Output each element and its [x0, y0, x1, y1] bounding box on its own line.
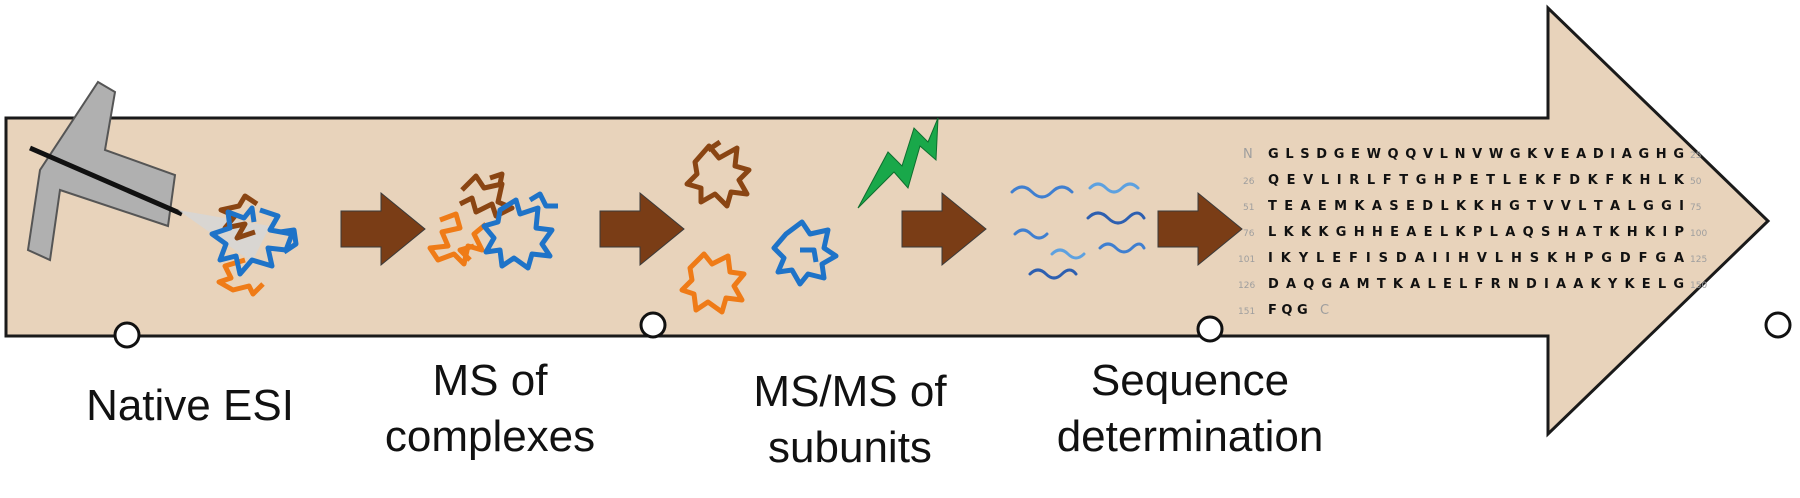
seq-row-5: I K Y L E F I S D A I I H V L H S K H P … — [1268, 251, 1684, 266]
timeline-marker-2 — [639, 311, 667, 339]
seq-row-end-2: 50 — [1690, 177, 1702, 187]
seq-row-start-6: 126 — [1238, 281, 1255, 291]
timeline-marker-4 — [1764, 311, 1792, 339]
step-label-line2: complexes — [384, 412, 596, 461]
peptide-fragments — [1010, 182, 1146, 280]
step-label-msms-subunits: MS/MS of subunits — [720, 364, 980, 476]
protein-complexes-ms — [427, 171, 558, 271]
step-label-line2: subunits — [768, 423, 932, 472]
seq-row-4: L K K K G H H E A E L K P L A Q S H A T … — [1268, 225, 1684, 240]
step-arrow-icon-4 — [1157, 191, 1243, 267]
seq-row-start-3: 51 — [1243, 203, 1254, 213]
timeline-marker-3 — [1196, 315, 1224, 343]
timeline-marker-1 — [113, 321, 141, 349]
step-label-ms-complexes: MS of complexes — [360, 353, 620, 465]
lightning-bolt-icon — [857, 117, 939, 209]
step-label-line1: Sequence — [1090, 356, 1290, 405]
n-terminus-label: N — [1243, 147, 1253, 162]
seq-row-2: Q E V L I R L F T G H P E T L E K F D K … — [1268, 173, 1685, 188]
seq-row-start-2: 26 — [1243, 177, 1255, 187]
step-label-line2: determination — [1056, 412, 1324, 461]
seq-row-6: D A Q G A M T K A L E L F R N D I A A K … — [1268, 277, 1684, 292]
seq-row-end-6: 150 — [1690, 281, 1707, 291]
step-label-line1: MS/MS of — [753, 367, 947, 416]
step-arrow-icon-3 — [901, 191, 987, 267]
c-terminus-label: C — [1320, 303, 1329, 318]
seq-row-7: F Q G — [1268, 303, 1308, 318]
seq-row-end-5: 125 — [1690, 255, 1707, 265]
step-label-line1: MS of — [432, 356, 548, 405]
seq-row-1: G L S D G E W Q Q V L N V W G K V E A D … — [1268, 147, 1684, 162]
step-label-sequence-determination: Sequence determination — [1030, 353, 1350, 465]
step-label-native-esi: Native ESI — [60, 378, 320, 434]
seq-row-end-3: 75 — [1690, 203, 1701, 213]
workflow-arrow-background — [4, 4, 1771, 438]
step-arrow-icon-1 — [340, 191, 426, 267]
seq-row-3: T E A E M K A S E D L K K H G T V V L T … — [1268, 199, 1684, 214]
step-arrow-icon-2 — [599, 191, 685, 267]
seq-row-end-1: 25 — [1690, 151, 1701, 161]
seq-row-start-5: 101 — [1238, 255, 1255, 265]
seq-row-start-4: 76 — [1243, 229, 1255, 239]
dissociated-subunits — [679, 139, 839, 315]
step-label-line1: Native ESI — [86, 381, 294, 430]
protein-complex-esi — [209, 193, 299, 297]
seq-row-end-4: 100 — [1690, 229, 1707, 239]
sequence-map: N 26 51 76 101 126 151 G L S D G E W Q Q… — [1238, 147, 1707, 318]
seq-row-start-7: 151 — [1238, 307, 1255, 317]
